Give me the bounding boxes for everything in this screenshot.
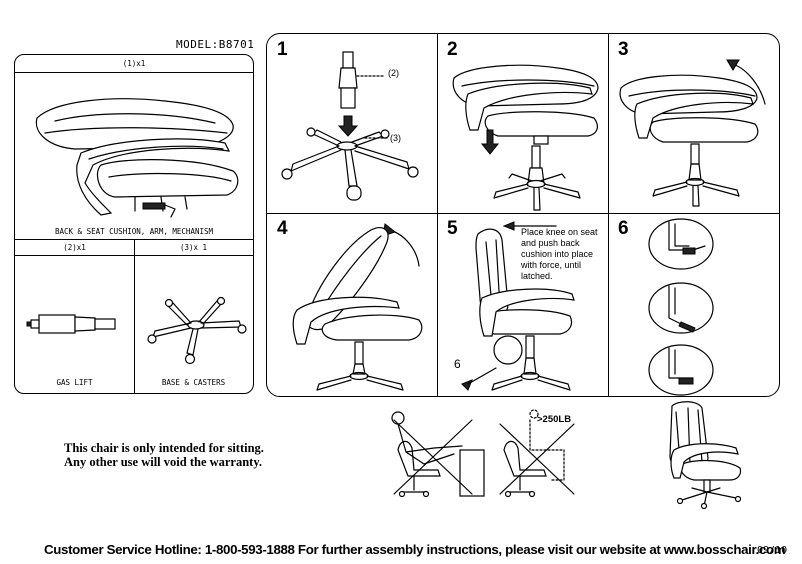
step-1-illustration: [281, 51, 419, 201]
step-2-illustration: [452, 64, 599, 211]
step-3-number: 3: [618, 39, 629, 60]
step-6-latch-detail-illustration: [648, 218, 714, 396]
no-feet-on-furniture-warning-illustration: [391, 411, 485, 498]
customer-service-hotline: Customer Service Hotline: 1-800-593-1888…: [44, 542, 786, 557]
step-4-illustration: [292, 223, 423, 391]
part-3-quantity: (3)x 1: [179, 243, 208, 252]
parts-list-panel: (1)x1 BACK & SEAT CUSHION, ARM, MECHANIS…: [14, 54, 254, 394]
step-1-callout-base: (3): [390, 133, 401, 143]
step-2-number: 2: [447, 39, 458, 60]
usage-notice-line-2: Any other use will void the warranty.: [64, 455, 263, 469]
usage-notice-line-1: This chair is only intended for sitting.: [64, 441, 264, 455]
model-number: MODEL:B8701: [176, 38, 255, 51]
part-1-quantity: (1)x1: [122, 59, 146, 68]
step-5-pointer-label: 6: [454, 357, 461, 371]
step-5-number: 5: [447, 218, 458, 239]
assembled-chair-illustration: [669, 401, 742, 510]
step-5-instruction: Place knee on seat and push back cushion…: [521, 227, 598, 281]
step-1-callout-gas-lift: (2): [388, 68, 399, 78]
step-4-number: 4: [277, 218, 288, 239]
part-1-caption: BACK & SEAT CUSHION, ARM, MECHANISM: [54, 227, 214, 236]
assembly-steps-grid: 1 (2) (3) 2 3: [266, 33, 780, 397]
step-1-number: 1: [277, 39, 288, 60]
usage-notice: This chair is only intended for sitting.…: [64, 441, 264, 469]
step-5-illustration: [461, 221, 575, 391]
weight-limit-label: >250LB: [537, 414, 572, 425]
part-2-quantity: (2)x1: [63, 243, 86, 252]
weight-limit-warning-illustration: [499, 409, 575, 498]
base-casters-illustration: [147, 296, 247, 365]
step-3-illustration: [619, 59, 766, 207]
step-6-number: 6: [618, 218, 629, 239]
part-2-caption: GAS LIFT: [56, 378, 93, 387]
seat-back-arm-illustration: [35, 98, 239, 218]
part-3-caption: BASE & CASTERS: [161, 378, 226, 387]
gas-lift-illustration: [26, 314, 116, 334]
page-number: 09/10: [757, 545, 788, 556]
